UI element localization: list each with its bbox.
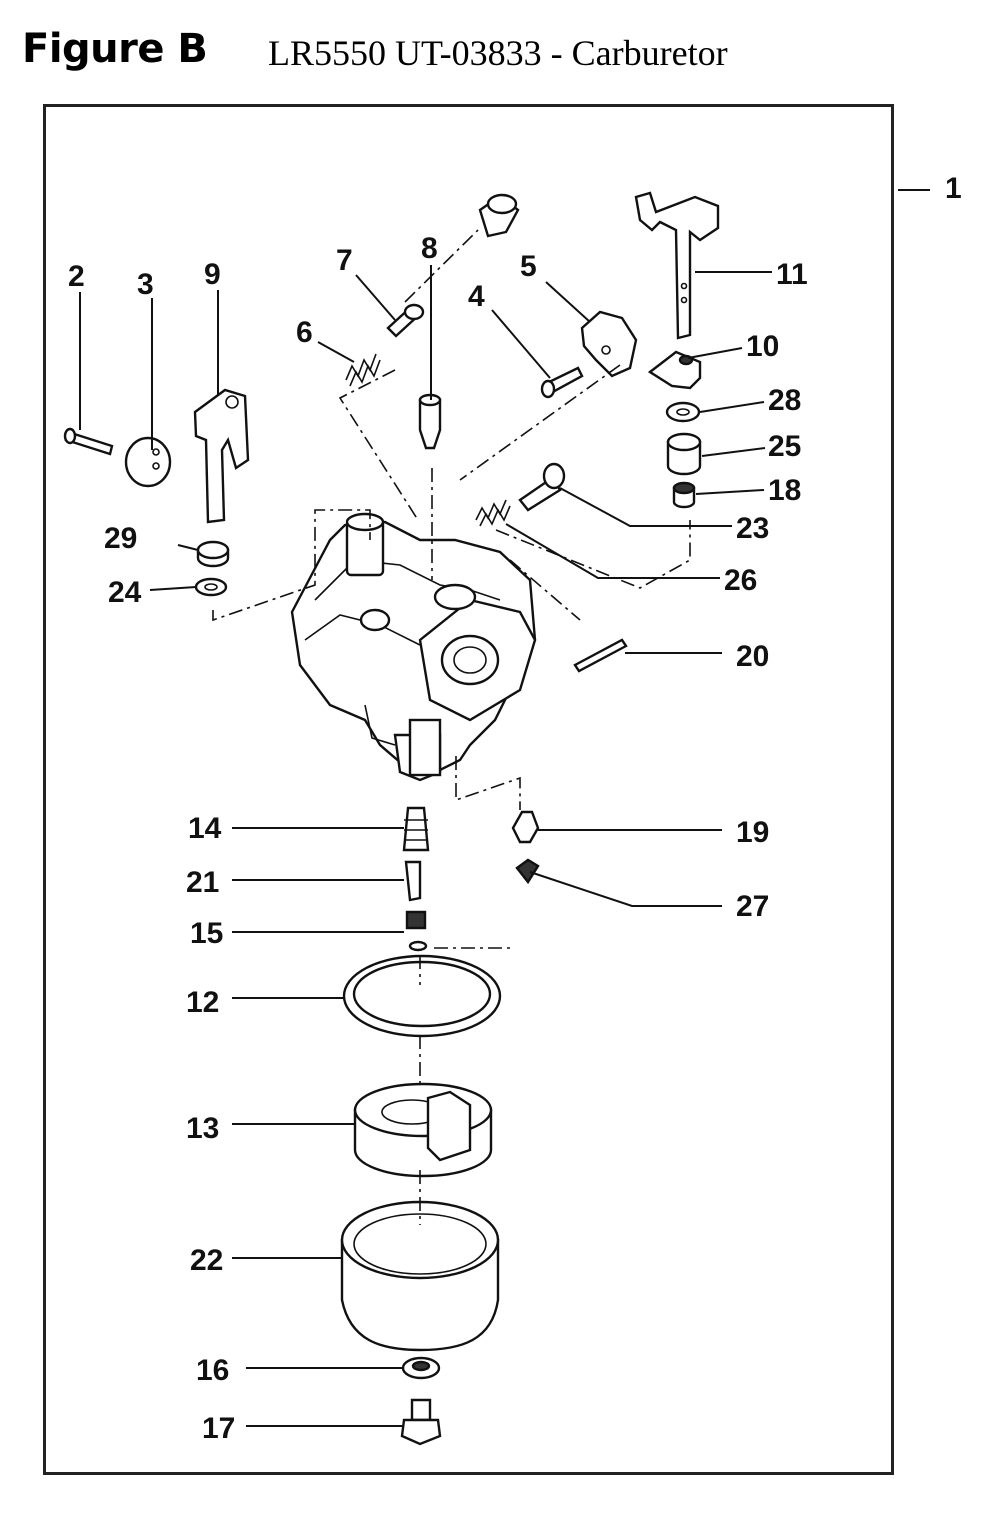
float-bowl [340,1200,500,1352]
jet-part-15 [405,910,427,930]
callout-20: 20 [736,640,769,673]
choke-shaft [193,388,250,524]
throttle-valve-plate [580,310,638,378]
callout-2: 2 [68,260,85,293]
main-jet [404,860,422,902]
diagram-frame [43,104,894,1475]
choke-plate-hole-1 [152,448,160,456]
callout-25: 25 [768,430,801,463]
spring-6 [345,353,381,387]
carburetor-body [290,512,537,782]
drain-bolt [400,1398,442,1446]
callout-7: 7 [336,244,353,277]
spring-26 [475,499,511,527]
figure-title: LR5550 UT-03833 - Carburetor [268,33,728,73]
screw-4 [540,366,584,399]
float-bowl-gasket [342,954,502,1038]
washer-28-hole [676,408,690,416]
callout-18: 18 [768,474,801,507]
screw-23 [518,462,566,512]
bushing-18 [672,481,696,509]
callout-17: 17 [202,1412,235,1445]
callout-5: 5 [520,250,537,283]
washer-24 [194,577,228,597]
callout-27: 27 [736,890,769,923]
callout-23: 23 [736,512,769,545]
callout-8: 8 [421,232,438,265]
idle-screw-cap [478,193,520,238]
callout-3: 3 [137,268,154,301]
float-needle [511,810,540,885]
callout-24: 24 [108,576,142,609]
callout-9: 9 [204,258,221,291]
callout-29: 29 [104,522,137,555]
throttle-lever [634,191,720,340]
bowl-washer-hole [411,1360,431,1372]
pilot-jet [418,393,442,450]
choke-plate-hole-2 [152,462,160,470]
callout-11: 11 [776,258,808,291]
callout-6: 6 [296,316,313,349]
callout-12: 12 [186,986,219,1019]
callout-22: 22 [190,1244,223,1277]
callout-10: 10 [746,330,779,363]
bushing-25 [666,432,702,476]
small-o-ring [408,940,428,952]
main-nozzle [402,806,430,852]
callout-28: 28 [768,384,801,417]
callout-21: 21 [186,866,219,899]
washer-28 [665,401,701,423]
float-pin [573,638,628,673]
choke-plate [124,436,172,488]
screw-2 [63,427,114,456]
callout-15: 15 [190,917,223,950]
callout-16: 16 [196,1354,229,1387]
callout-26: 26 [724,564,757,597]
figure-label: Figure B [22,26,208,72]
idle-screw [386,303,425,338]
callout-19: 19 [736,816,769,849]
callout-numbers: 1 2 3 4 5 6 7 8 9 10 11 12 13 14 15 16 1… [68,172,962,1445]
assembly-guide-lines [212,229,691,1225]
washer-29 [196,540,230,568]
callout-4: 4 [468,280,485,313]
callout-13: 13 [186,1112,219,1145]
callout-1: 1 [945,172,962,205]
float [353,1082,493,1178]
callout-14: 14 [188,812,222,845]
leader-lines [79,189,930,1427]
